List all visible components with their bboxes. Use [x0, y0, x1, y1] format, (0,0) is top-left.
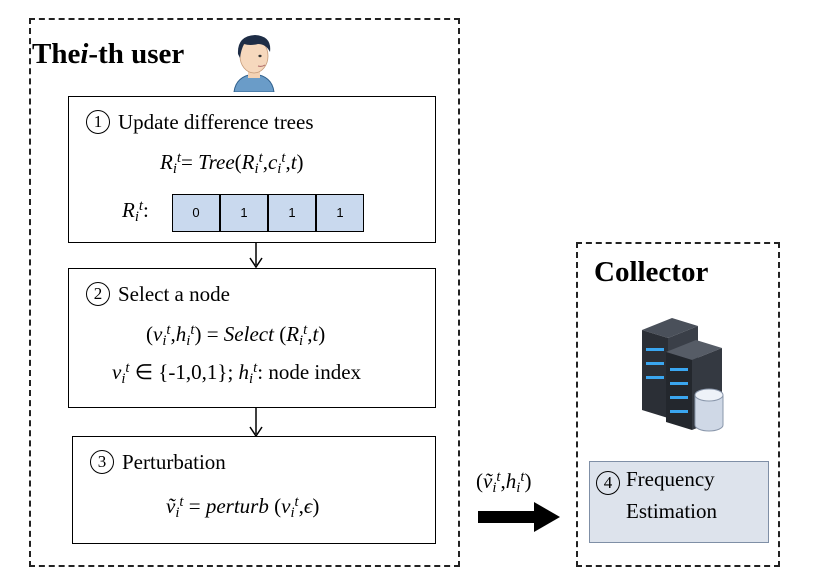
frequency-estimation-box	[589, 461, 769, 543]
step-1-array-label: Rit:	[122, 198, 149, 225]
step-2-box	[68, 268, 436, 408]
step-1-number: 1	[86, 110, 110, 134]
array-cell: 1	[268, 194, 316, 232]
transmission-label: (ṽit,hit)	[476, 469, 532, 496]
array-cell: 0	[172, 194, 220, 232]
step-3-number: 3	[90, 450, 114, 474]
collector-title: Collector	[594, 256, 709, 288]
step-2-formula: (vit,hit) = Select (Rit,t)	[146, 322, 326, 349]
step-4-number: 4	[596, 471, 620, 495]
user-panel-title: Thei-th user	[32, 38, 185, 70]
step-2-number: 2	[86, 282, 110, 306]
step-4-line1: Frequency	[626, 467, 715, 491]
step-1-formula: Rit= Tree(Rit,cit,t)	[160, 150, 304, 177]
step-3-formula: ṽit = perturb (vit,ϵ)	[166, 494, 320, 521]
step-3-box	[72, 436, 436, 544]
down-arrow-icon	[249, 243, 263, 269]
user-panel	[29, 18, 460, 567]
step-4-line2: Estimation	[626, 499, 717, 523]
down-arrow-icon	[249, 408, 263, 438]
array-cell: 1	[220, 194, 268, 232]
difference-tree-array: 0 1 1 1	[172, 194, 366, 232]
database-icon	[694, 388, 724, 432]
array-cell: 1	[316, 194, 364, 232]
user-avatar-icon	[233, 35, 275, 92]
step-2-note: vit ∈ {-1,0,1}; hit: node index	[112, 360, 362, 387]
right-arrow-icon	[478, 502, 560, 532]
collector-panel	[576, 242, 780, 567]
